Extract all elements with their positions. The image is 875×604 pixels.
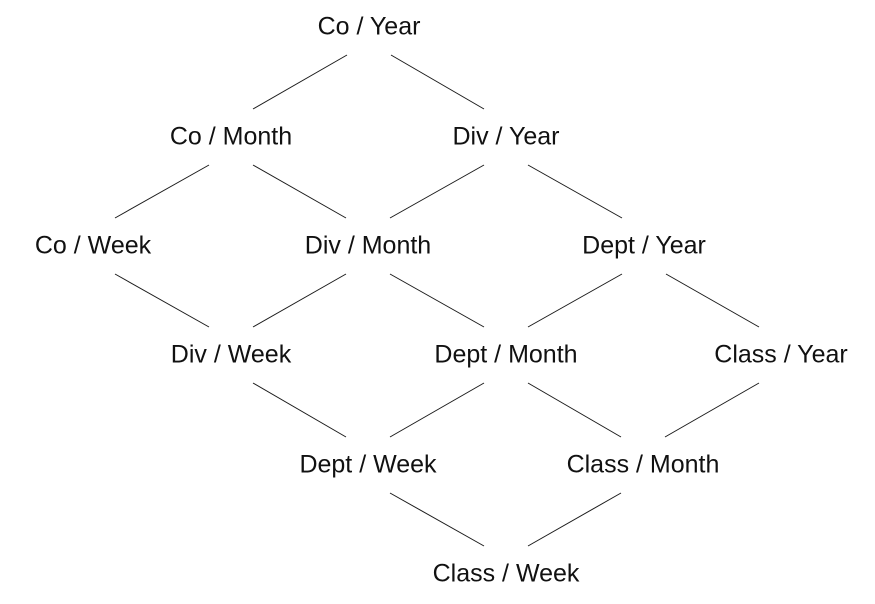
node-dept-month: Dept / Month — [434, 340, 578, 369]
edge-div-year-to-div-month — [389, 164, 485, 219]
edge-div-month-to-div-week — [252, 273, 347, 328]
edge-dept-month-to-dept-week — [389, 382, 485, 438]
edge-class-year-to-class-month — [664, 382, 760, 438]
node-class-month: Class / Month — [566, 450, 720, 479]
edge-div-week-to-dept-week — [252, 382, 347, 438]
edge-co-week-to-div-week — [114, 273, 210, 328]
edge-div-year-to-dept-year — [527, 164, 623, 219]
edge-dept-week-to-class-week — [389, 492, 485, 547]
node-class-week: Class / Week — [432, 559, 580, 588]
edge-co-year-to-co-month — [252, 54, 348, 110]
node-div-week: Div / Week — [170, 340, 292, 369]
edge-class-month-to-class-week — [527, 492, 622, 547]
edge-dept-year-to-class-year — [665, 273, 760, 328]
node-class-year: Class / Year — [714, 340, 848, 369]
edge-co-year-to-div-year — [390, 54, 485, 110]
edge-co-month-to-div-month — [252, 164, 347, 219]
node-dept-year: Dept / Year — [582, 231, 706, 260]
edge-div-month-to-dept-month — [389, 273, 485, 328]
node-dept-week: Dept / Week — [299, 450, 437, 479]
node-div-year: Div / Year — [452, 122, 560, 151]
node-co-week: Co / Week — [34, 231, 152, 260]
edge-co-month-to-co-week — [114, 164, 210, 219]
node-co-year: Co / Year — [317, 12, 421, 41]
edge-dept-year-to-dept-month — [527, 273, 623, 328]
node-co-month: Co / Month — [169, 122, 293, 151]
edge-dept-month-to-class-month — [527, 382, 622, 438]
node-div-month: Div / Month — [304, 231, 432, 260]
